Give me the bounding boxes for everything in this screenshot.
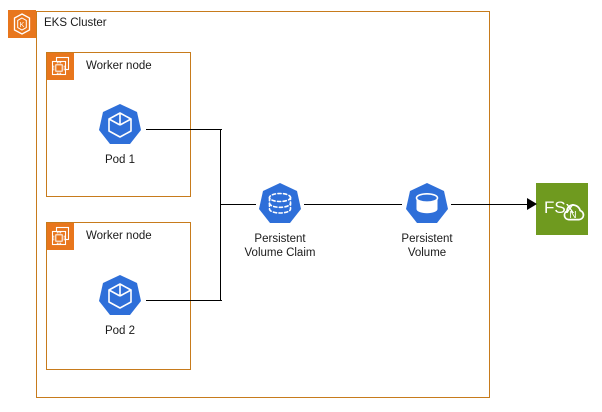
connector-persistent-volume-to-fsx	[451, 204, 529, 206]
kubernetes-persistent-volume-icon	[406, 183, 448, 223]
worker-node-2-group-box	[46, 222, 191, 370]
amazon-fsx-for-netapp-ontap-icon: FSx N	[544, 198, 585, 221]
worker-node-icon-glyph	[51, 226, 70, 246]
worker-node-icon	[47, 53, 74, 80]
kubernetes-persistent-volume-claim-icon	[259, 183, 301, 223]
persistent-volume-node[interactable]	[401, 179, 453, 231]
persistent-volume-caption: Persistent Volume	[401, 233, 453, 259]
kubernetes-pod-1-node[interactable]	[94, 100, 146, 152]
fsx-glyph-text: FSx	[544, 198, 575, 217]
connector-arrowhead-to-fsx	[527, 198, 537, 210]
worker-node-icon	[47, 223, 74, 250]
connector-pod-1-to-trunk	[146, 129, 222, 131]
persistent-volume-claim-caption: Persistent Volume Claim	[244, 233, 316, 259]
persistent-volume-claim-node[interactable]	[254, 179, 306, 231]
eks-cluster-icon-glyph: K	[13, 13, 31, 35]
kubernetes-pod-icon	[99, 275, 141, 315]
svg-text:K: K	[20, 22, 25, 29]
kubernetes-pod-2-node[interactable]	[94, 271, 146, 323]
amazon-fsx-node[interactable]: FSx N	[536, 183, 588, 235]
connector-persistent-volume-claim-to-persistent-volume	[304, 204, 402, 206]
worker-node-1-group-box	[46, 52, 191, 197]
eks-cluster-icon: K	[8, 10, 36, 38]
kubernetes-pod-icon	[99, 104, 141, 144]
pod-2-caption: Pod 2	[104, 325, 136, 337]
worker-node-1-label: Worker node	[86, 60, 152, 72]
pod-1-caption: Pod 1	[104, 154, 136, 166]
eks-cluster-label: EKS Cluster	[44, 17, 107, 29]
connector-pod-2-to-trunk	[146, 300, 222, 302]
connector-trunk-to-persistent-volume-claim	[220, 204, 256, 206]
connector-trunk-vertical	[220, 129, 222, 301]
worker-node-2-label: Worker node	[86, 230, 152, 242]
fsx-glyph-badge: N	[569, 210, 576, 221]
worker-node-icon-glyph	[51, 56, 70, 76]
